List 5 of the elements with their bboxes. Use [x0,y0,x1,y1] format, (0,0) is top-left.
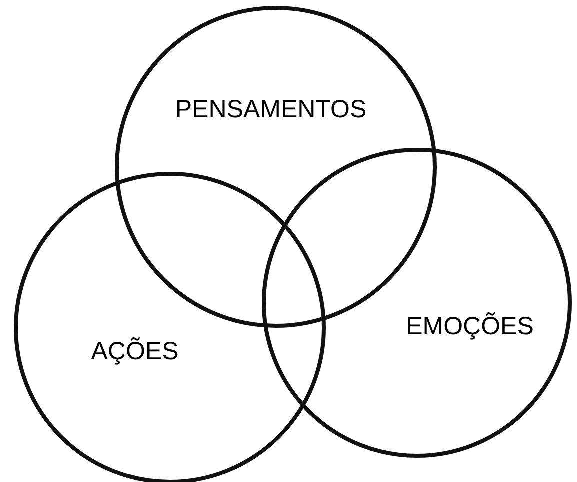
venn-circle [262,148,572,458]
venn-circle [14,172,326,482]
circle-label: EMOÇÕES [406,313,534,341]
circle-label: PENSAMENTOS [175,96,367,124]
circle-label: AÇÕES [91,338,179,366]
